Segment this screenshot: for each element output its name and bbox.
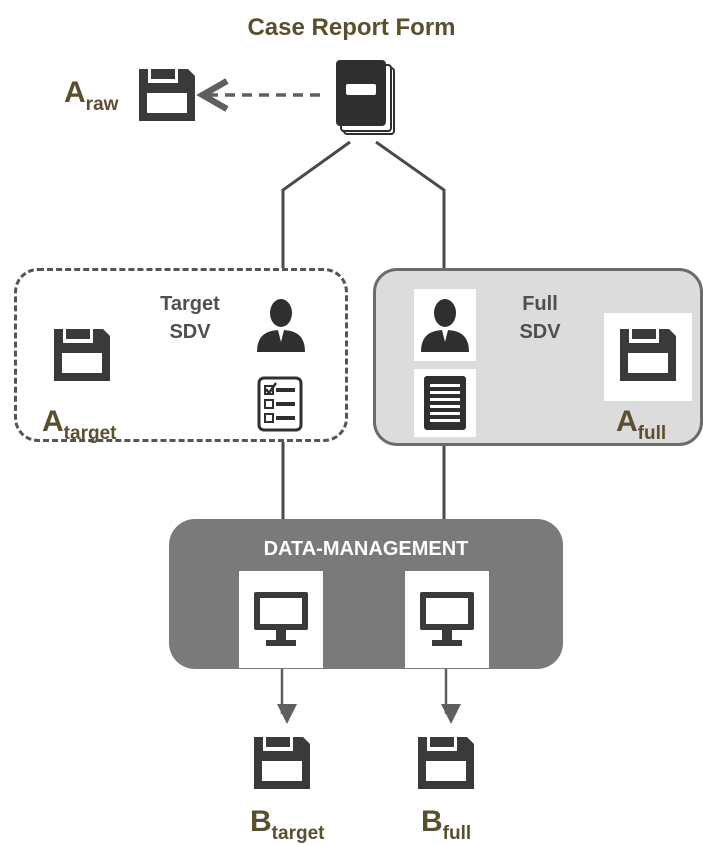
floppy-disk-icon [418,737,474,789]
label-a-raw: Araw [64,76,119,115]
label-b-full: Bfull [421,805,472,844]
line-crf-right [375,140,446,268]
target-sdv-label: Target SDV [160,293,220,343]
computer-monitor-icon [254,592,308,646]
book-icon [336,60,395,135]
floppy-disk-icon [620,329,676,381]
floppy-disk-icon [254,737,310,789]
floppy-disk-icon [139,69,195,121]
label-a-target: Atarget [42,405,117,444]
data-management-box [169,519,563,669]
checklist-icon [257,376,303,432]
document-icon [424,376,466,430]
full-sdv-label: Full SDV [519,293,561,343]
data-management-title: DATA-MANAGEMENT [263,538,469,560]
person-icon [257,299,305,352]
computer-monitor-icon [420,592,474,646]
floppy-disk-icon [54,329,110,381]
person-icon [421,299,469,352]
label-a-full: Afull [616,405,667,444]
page-title: Case Report Form [247,14,456,41]
line-crf-left [281,140,351,268]
label-b-target: Btarget [250,805,325,844]
